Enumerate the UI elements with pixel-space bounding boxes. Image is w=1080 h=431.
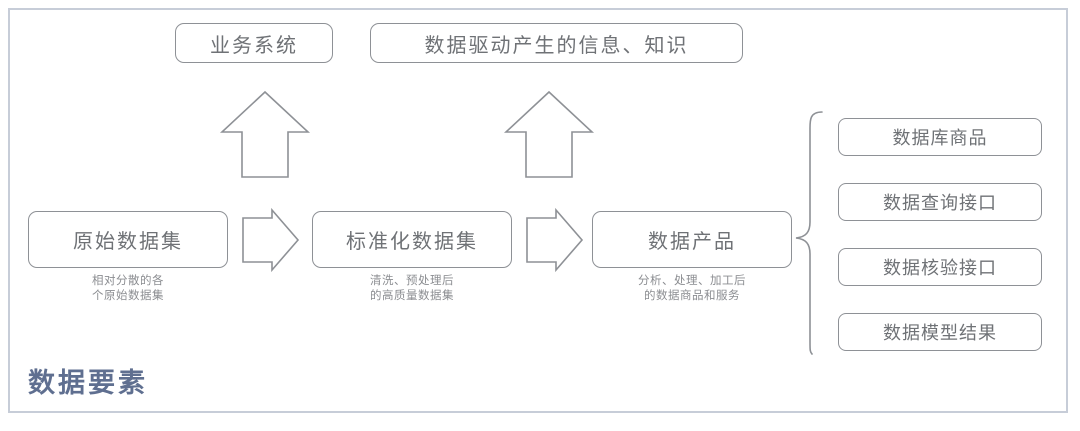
stage-caption-data-product: 分析、处理、加工后 的数据商品和服务 (638, 275, 746, 302)
stage-caption-standardized-dataset: 清洗、预处理后 的高质量数据集 (370, 275, 454, 302)
stage-box-raw-dataset[interactable]: 原始数据集 (28, 211, 228, 268)
stage-box-label-1: 标准化数据集 (346, 231, 478, 253)
diagram-title: 数据要素 (28, 368, 148, 398)
stage-box-standardized-dataset[interactable]: 标准化数据集 (312, 211, 512, 268)
stage-caption-raw-dataset: 相对分散的各 个原始数据集 (92, 275, 164, 302)
product-box-database-goods[interactable]: 数据库商品 (838, 118, 1042, 156)
output-box-label-0: 业务系统 (210, 34, 298, 57)
output-box-label-1: 数据驱动产生的信息、知识 (424, 34, 689, 57)
output-box-data-driven-knowledge[interactable]: 数据驱动产生的信息、知识 (370, 23, 743, 63)
stage-box-label-2: 数据产品 (648, 231, 736, 253)
product-box-model-result[interactable]: 数据模型结果 (838, 313, 1042, 351)
product-box-query-api[interactable]: 数据查询接口 (838, 183, 1042, 221)
output-box-business-system[interactable]: 业务系统 (175, 23, 333, 63)
stage-box-label-0: 原始数据集 (73, 231, 183, 253)
product-box-label-1: 数据查询接口 (883, 193, 997, 213)
product-box-label-3: 数据模型结果 (883, 323, 997, 343)
stage-box-data-product[interactable]: 数据产品 (592, 211, 792, 268)
product-box-verification-api[interactable]: 数据核验接口 (838, 248, 1042, 286)
product-box-label-2: 数据核验接口 (883, 258, 997, 278)
product-box-label-0: 数据库商品 (892, 128, 988, 148)
